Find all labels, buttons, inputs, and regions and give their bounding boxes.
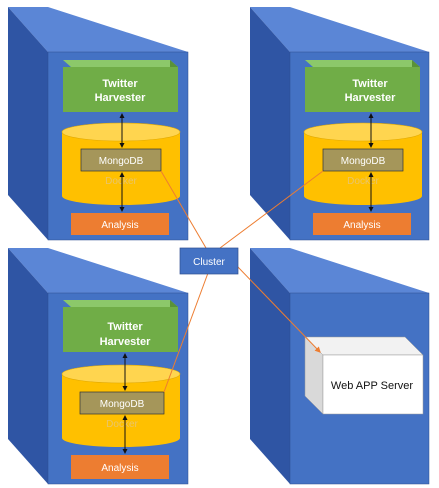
- harvester-1-label-line2: Harvester: [95, 92, 146, 104]
- docker-cylinder-2-top: [303, 122, 423, 142]
- harvester-2-label-line2: Harvester: [345, 92, 396, 104]
- analysis-3-label: Analysis: [101, 463, 138, 474]
- connector-mongodb-2-cluster: [219, 170, 324, 249]
- server-2-side: [250, 7, 290, 240]
- harvester-2-top: [305, 60, 420, 67]
- connector-mongodb-3-cluster: [163, 272, 209, 393]
- docker-cylinder-3-top: [61, 364, 181, 384]
- server-4-side: [250, 248, 290, 484]
- docker-3-label: Docker: [106, 419, 138, 430]
- harvester-3-label-line1: Twitter: [107, 321, 143, 333]
- docker-2-label: Docker: [347, 176, 379, 187]
- mongodb-3-label: MongoDB: [100, 399, 145, 410]
- harvester-3-label-line2: Harvester: [100, 336, 151, 348]
- server-1-top: [8, 7, 188, 52]
- harvester-2-box: [305, 67, 420, 112]
- harvester-1-label-line1: Twitter: [102, 78, 138, 90]
- server-1-side: [8, 7, 48, 240]
- analysis-2-box: [313, 213, 411, 235]
- analysis-3-box: [71, 455, 169, 479]
- harvester-3-top: [63, 300, 178, 307]
- server-3-side: [8, 248, 48, 484]
- web-server-box: [322, 354, 424, 415]
- docker-cylinder-2-bottom: [304, 187, 422, 205]
- connector-mongodb-1-cluster: [160, 170, 207, 249]
- mongodb-3-box: [79, 391, 165, 415]
- harvester-1-box: [63, 67, 178, 112]
- mongodb-2-label: MongoDB: [341, 156, 386, 167]
- server-node-4: Web APP Server: [250, 248, 430, 485]
- web-server-top: [304, 336, 424, 356]
- docker-cylinder-3-bottom: [62, 429, 180, 447]
- mongodb-1-box: [80, 148, 162, 172]
- docker-cylinder-1-top: [61, 122, 181, 142]
- analysis-1-label: Analysis: [101, 220, 138, 231]
- server-4-top: [250, 248, 429, 293]
- harvester-1-top: [63, 60, 178, 67]
- cluster-label: Cluster: [193, 257, 225, 268]
- cluster-connectors: [160, 170, 324, 393]
- web-server-label: Web APP Server: [331, 380, 413, 392]
- server-node-2: Twitter Harvester MongoDB Docker Analysi…: [250, 7, 430, 241]
- server-node-3: Twitter Harvester MongoDB Docker Analysi…: [8, 248, 189, 485]
- cluster-box: [179, 247, 239, 275]
- harvester-3-box: [63, 307, 178, 352]
- server-3-top: [8, 248, 188, 293]
- mongodb-1-label: MongoDB: [99, 156, 144, 167]
- cluster-node: Cluster: [179, 247, 239, 275]
- harvester-2-label-line1: Twitter: [352, 78, 388, 90]
- analysis-2-label: Analysis: [343, 220, 380, 231]
- analysis-1-box: [71, 213, 169, 235]
- docker-1-label: Docker: [105, 176, 137, 187]
- connector-cluster-webserver: [235, 264, 321, 353]
- server-node-1: Twitter Harvester MongoDB Docker Analysi…: [8, 7, 189, 241]
- server-2-top: [250, 7, 429, 52]
- docker-cylinder-1-bottom: [62, 187, 180, 205]
- mongodb-2-box: [322, 148, 404, 172]
